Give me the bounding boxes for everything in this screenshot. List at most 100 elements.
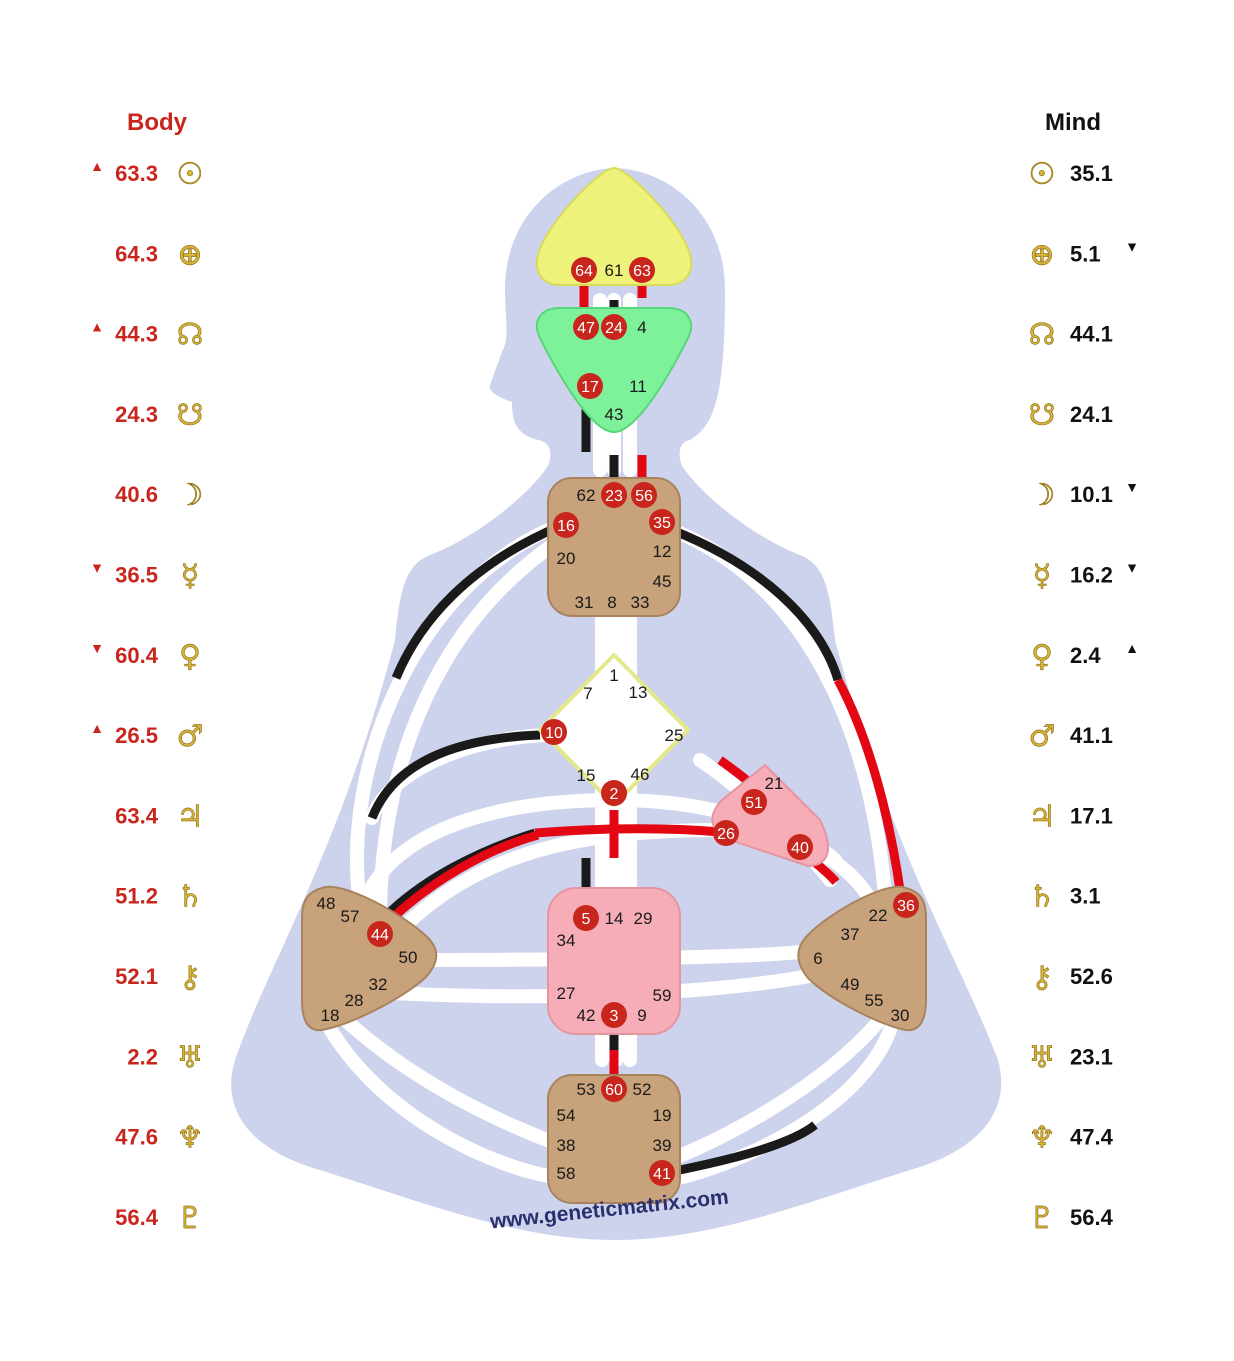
body-row: 2.2♅ xyxy=(127,1040,203,1075)
venus-icon: ♀ xyxy=(1031,639,1053,674)
mind-row: ☉35.1 xyxy=(1029,157,1113,192)
gate-number: 42 xyxy=(577,1006,596,1025)
body-value: 63.3 xyxy=(115,161,158,186)
gate-18: 18 xyxy=(321,1006,340,1025)
jupiter-icon: ♃ xyxy=(1029,799,1056,834)
gate-28: 28 xyxy=(345,991,364,1010)
jupiter-icon: ♃ xyxy=(177,799,204,834)
mind-row: ☽10.1▼ xyxy=(1029,478,1139,513)
gate-number: 33 xyxy=(631,593,650,612)
gate-number: 23 xyxy=(605,488,623,505)
gate-number: 30 xyxy=(891,1006,910,1025)
gate-1: 1 xyxy=(609,666,618,685)
gate-number: 27 xyxy=(557,984,576,1003)
gate-number: 49 xyxy=(841,975,860,994)
gate-55: 55 xyxy=(865,991,884,1010)
saturn-icon: ♄ xyxy=(177,880,204,915)
sun-icon: ☉ xyxy=(177,157,204,192)
gate-number: 3 xyxy=(610,1008,619,1025)
gate-7: 7 xyxy=(583,684,592,703)
gate-number: 54 xyxy=(557,1106,576,1125)
body-value: 64.3 xyxy=(115,241,158,266)
gate-20: 20 xyxy=(557,549,576,568)
body-arrow: ▲ xyxy=(90,158,104,174)
gate-40: 40 xyxy=(787,834,813,860)
mind-value: 3.1 xyxy=(1070,884,1101,909)
body-value: 63.4 xyxy=(115,803,159,828)
mind-value: 35.1 xyxy=(1070,161,1113,186)
mind-row: ☿16.2▼ xyxy=(1033,559,1139,594)
mind-value: 5.1 xyxy=(1070,241,1101,266)
gate-64: 64 xyxy=(571,257,597,283)
mind-value: 10.1 xyxy=(1070,482,1113,507)
gate-number: 16 xyxy=(557,518,575,535)
body-row: ▼60.4♀ xyxy=(90,639,201,674)
gate-3: 3 xyxy=(601,1002,627,1028)
gate-number: 6 xyxy=(813,949,822,968)
gate-5: 5 xyxy=(573,905,599,931)
body-value: 36.5 xyxy=(115,563,158,588)
north-node-icon: ☊ xyxy=(177,318,204,353)
gate-number: 34 xyxy=(557,931,576,950)
mind-value: 52.6 xyxy=(1070,964,1113,989)
gate-12: 12 xyxy=(653,542,672,561)
gate-number: 35 xyxy=(653,515,671,532)
gate-19: 19 xyxy=(653,1106,672,1125)
mind-value: 56.4 xyxy=(1070,1205,1114,1230)
gate-44: 44 xyxy=(367,921,393,947)
gate-43: 43 xyxy=(605,405,624,424)
gate-number: 21 xyxy=(765,774,784,793)
gate-32: 32 xyxy=(369,975,388,994)
mind-value: 47.4 xyxy=(1070,1125,1114,1150)
mind-value: 23.1 xyxy=(1070,1044,1113,1069)
mind-arrow: ▼ xyxy=(1125,238,1139,254)
gate-61: 61 xyxy=(605,261,624,280)
gate-number: 28 xyxy=(345,991,364,1010)
earth-icon: ⊕ xyxy=(1029,237,1054,272)
gate-number: 57 xyxy=(341,907,360,926)
mind-arrow: ▲ xyxy=(1125,640,1139,656)
mind-value: 17.1 xyxy=(1070,803,1113,828)
gate-22: 22 xyxy=(869,906,888,925)
gate-number: 17 xyxy=(581,379,599,396)
venus-icon: ♀ xyxy=(179,639,201,674)
moon-icon: ☽ xyxy=(177,478,204,513)
mind-row: ♀ 2.4 ▲ xyxy=(1031,639,1139,674)
gate-9: 9 xyxy=(637,1006,646,1025)
gate-number: 11 xyxy=(629,377,647,396)
neptune-icon: ♆ xyxy=(177,1121,204,1156)
gate-number: 63 xyxy=(633,263,651,280)
gate-number: 51 xyxy=(745,795,763,812)
gate-49: 49 xyxy=(841,975,860,994)
body-value: 51.2 xyxy=(115,884,158,909)
gate-10: 10 xyxy=(541,719,567,745)
gate-number: 36 xyxy=(897,898,915,915)
body-value: 2.2 xyxy=(127,1044,158,1069)
body-arrow: ▲ xyxy=(90,319,104,335)
mind-value: 41.1 xyxy=(1070,723,1113,748)
mind-row: ♃ 17.1 xyxy=(1029,799,1113,834)
defined-channel xyxy=(535,829,720,833)
gate-number: 52 xyxy=(633,1080,652,1099)
earth-icon: ⊕ xyxy=(177,237,202,272)
north-node-icon: ☊ xyxy=(1029,318,1056,353)
gate-number: 20 xyxy=(557,549,576,568)
pluto-icon: ♇ xyxy=(177,1201,204,1236)
gate-62: 62 xyxy=(577,486,596,505)
gate-number: 2 xyxy=(610,786,619,803)
gate-number: 62 xyxy=(577,486,596,505)
mind-column-title: Mind xyxy=(1045,109,1101,136)
mind-row: ♅23.1 xyxy=(1029,1040,1113,1075)
body-arrow: ▼ xyxy=(90,640,104,656)
body-row: ▲26.5♂ xyxy=(90,719,203,754)
chiron-icon: ⚷ xyxy=(1031,960,1053,995)
mind-row: ♄3.1 xyxy=(1029,880,1101,915)
gate-number: 25 xyxy=(665,726,684,745)
gate-number: 5 xyxy=(582,911,591,928)
gate-number: 14 xyxy=(605,909,624,928)
gate-53: 53 xyxy=(577,1080,596,1099)
body-value: 44.3 xyxy=(115,322,158,347)
gate-47: 47 xyxy=(573,314,599,340)
mind-value: 2.4 xyxy=(1070,643,1101,668)
gate-4: 4 xyxy=(637,318,646,337)
